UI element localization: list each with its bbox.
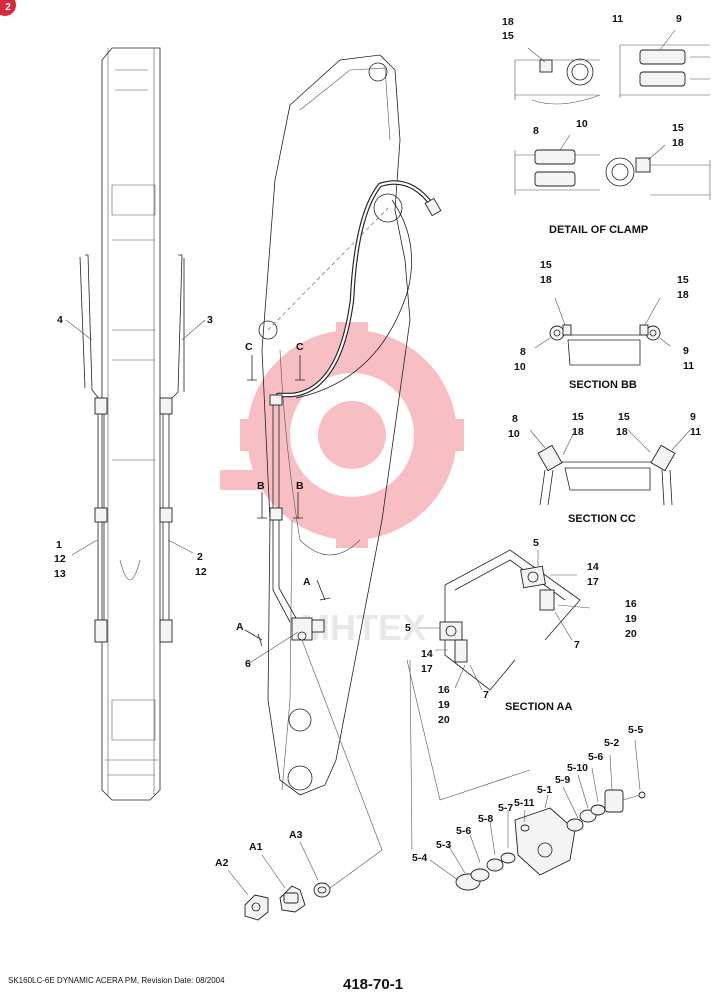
part-label: 10 [514, 361, 526, 373]
part-label: 5-8 [478, 813, 493, 825]
section-bb-caption: SECTION BB [569, 379, 637, 391]
section-marker: B [296, 480, 304, 492]
section-marker: C [245, 341, 253, 353]
part-label: 11 [612, 13, 623, 25]
part-label: 5-11 [514, 797, 535, 809]
page-badge: 2 [0, 0, 16, 16]
part-label: 3 [207, 314, 213, 326]
part-label: 16 [438, 684, 450, 696]
part-label: 7 [483, 689, 489, 701]
part-label: 4 [57, 314, 63, 326]
part-label: 5-2 [604, 737, 619, 749]
footer-note: SK160LC-6E DYNAMIC ACERA PM, Revision Da… [8, 976, 225, 985]
part-label: 11 [690, 426, 701, 438]
part-label: 10 [508, 428, 520, 440]
part-label: 5-1 [537, 784, 552, 796]
part-label: 15 [572, 411, 584, 423]
part-label: 18 [572, 426, 584, 438]
part-label: 5-7 [498, 802, 513, 814]
a-parts [227, 841, 331, 921]
part-label: 5-6 [588, 751, 603, 763]
detail-of-clamp [514, 29, 711, 200]
section-marker: A [236, 621, 244, 633]
section-marker: C [296, 341, 304, 353]
part-label: 18 [677, 289, 689, 301]
part-label: 15 [618, 411, 630, 423]
boom-top-view [65, 47, 206, 801]
section-cc [529, 429, 691, 506]
part-label: 5-6 [456, 825, 471, 837]
watermark-logo: MHTEX [220, 322, 464, 648]
part-label: A1 [249, 841, 263, 853]
part-label: 14 [421, 648, 433, 660]
part-label: 9 [683, 345, 689, 357]
part-label: 15 [672, 122, 684, 134]
part-label: 5-4 [412, 852, 427, 864]
block-5-exploded [429, 739, 646, 891]
part-label: 15 [677, 274, 689, 286]
part-label: 12 [54, 553, 66, 565]
part-label: 17 [587, 576, 599, 588]
part-label: 8 [512, 413, 518, 425]
part-label: 5 [405, 622, 411, 634]
part-label: 15 [540, 259, 552, 271]
part-label: 19 [438, 699, 450, 711]
part-label: 6 [245, 658, 251, 670]
part-label: 14 [587, 561, 599, 573]
arm-side-view [244, 54, 442, 889]
part-label: 18 [502, 16, 514, 28]
page-number: 418-70-1 [343, 976, 404, 993]
part-labels: 18 15 11 9 8 10 15 18 15 18 8 10 15 18 9… [54, 13, 701, 869]
part-label: A3 [289, 829, 303, 841]
part-label: A2 [215, 857, 229, 869]
part-label: 9 [690, 411, 696, 423]
part-label: 5-10 [567, 762, 588, 774]
part-label: 2 [197, 551, 203, 563]
section-bb [534, 297, 671, 366]
part-label: 5 [533, 537, 539, 549]
part-label: 10 [576, 118, 588, 130]
part-label: 5-9 [555, 774, 570, 786]
part-label: 20 [438, 714, 450, 726]
part-label: 20 [625, 628, 637, 640]
part-label: 5-3 [436, 839, 451, 851]
part-label: 18 [540, 274, 552, 286]
part-label: 7 [574, 639, 580, 651]
part-label: 13 [54, 568, 66, 580]
part-label: 8 [533, 125, 539, 137]
part-label: 5-5 [628, 724, 643, 736]
part-label: 8 [520, 346, 526, 358]
part-label: 9 [676, 13, 682, 25]
part-label: 18 [616, 426, 628, 438]
part-label: 15 [502, 30, 514, 42]
part-label: 18 [672, 137, 684, 149]
part-label: 12 [195, 566, 207, 578]
section-aa-caption: SECTION AA [505, 701, 572, 713]
detail-of-clamp-caption: DETAIL OF CLAMP [549, 224, 648, 236]
section-cc-caption: SECTION CC [568, 513, 636, 525]
section-marker: A [303, 576, 311, 588]
part-label: 16 [625, 598, 637, 610]
part-label: 11 [683, 360, 694, 372]
part-label: 17 [421, 663, 433, 675]
part-label: 19 [625, 613, 637, 625]
section-aa [406, 549, 591, 851]
section-marker: B [257, 480, 265, 492]
part-label: 1 [56, 539, 62, 551]
